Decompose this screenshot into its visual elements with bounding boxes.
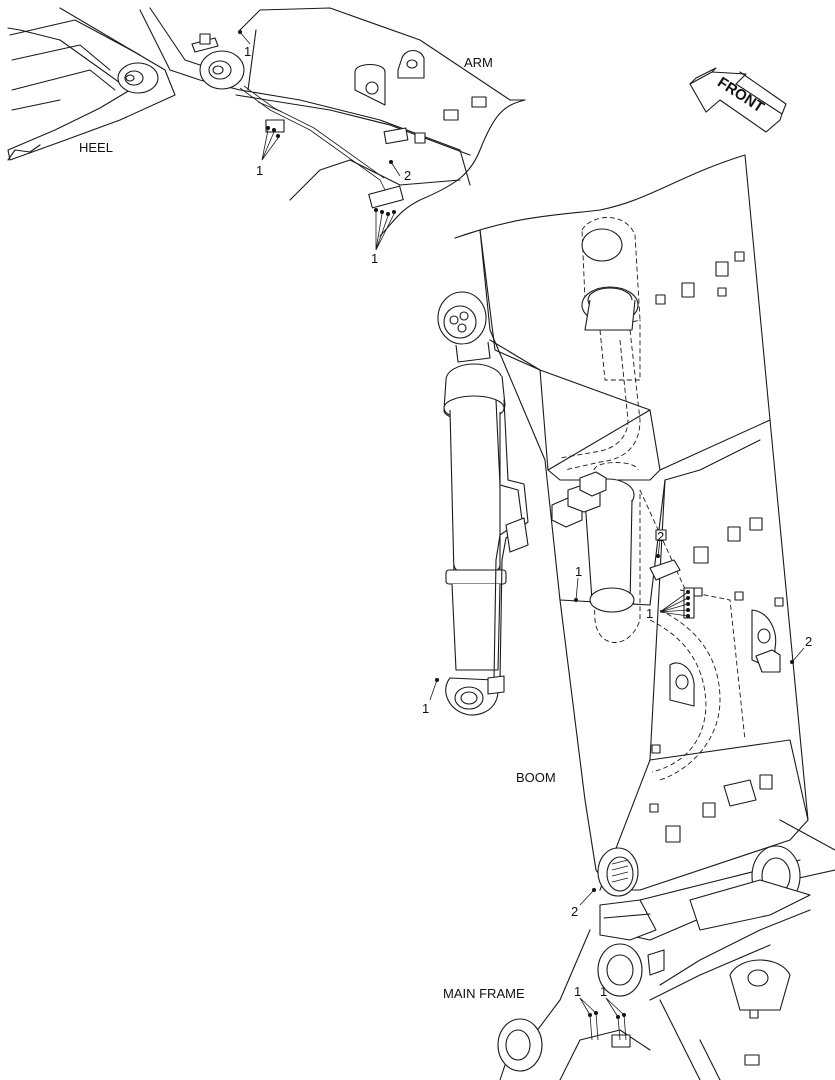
main-frame-assembly	[497, 819, 835, 1080]
callout-2-boom-upper: 2	[657, 529, 664, 544]
front-direction-arrow: FRONT	[689, 67, 787, 133]
main-frame-label: MAIN FRAME	[443, 986, 525, 1001]
arm-heel-assembly	[7, 7, 526, 251]
heel-label: HEEL	[79, 140, 113, 155]
callout-2-boom-foot: 2	[571, 904, 578, 919]
callout-1-frame-b: 1	[600, 984, 607, 999]
callout-1-frame-a: 1	[574, 984, 581, 999]
boom-assembly	[454, 154, 809, 897]
callout-1-boom-right: 1	[646, 606, 653, 621]
callout-1-arm-mid: 1	[256, 163, 263, 178]
boom-cylinder	[429, 291, 529, 716]
callout-1-arm-lower: 1	[371, 251, 378, 266]
callout-2-arm: 2	[404, 168, 411, 183]
callout-1-arm-top: 1	[244, 44, 251, 59]
boom-label: BOOM	[516, 770, 556, 785]
arm-label: ARM	[464, 55, 493, 70]
callout-1-cylinder: 1	[422, 701, 429, 716]
callout-2-boom-right: 2	[805, 634, 812, 649]
callout-1-boom-left: 1	[575, 564, 582, 579]
